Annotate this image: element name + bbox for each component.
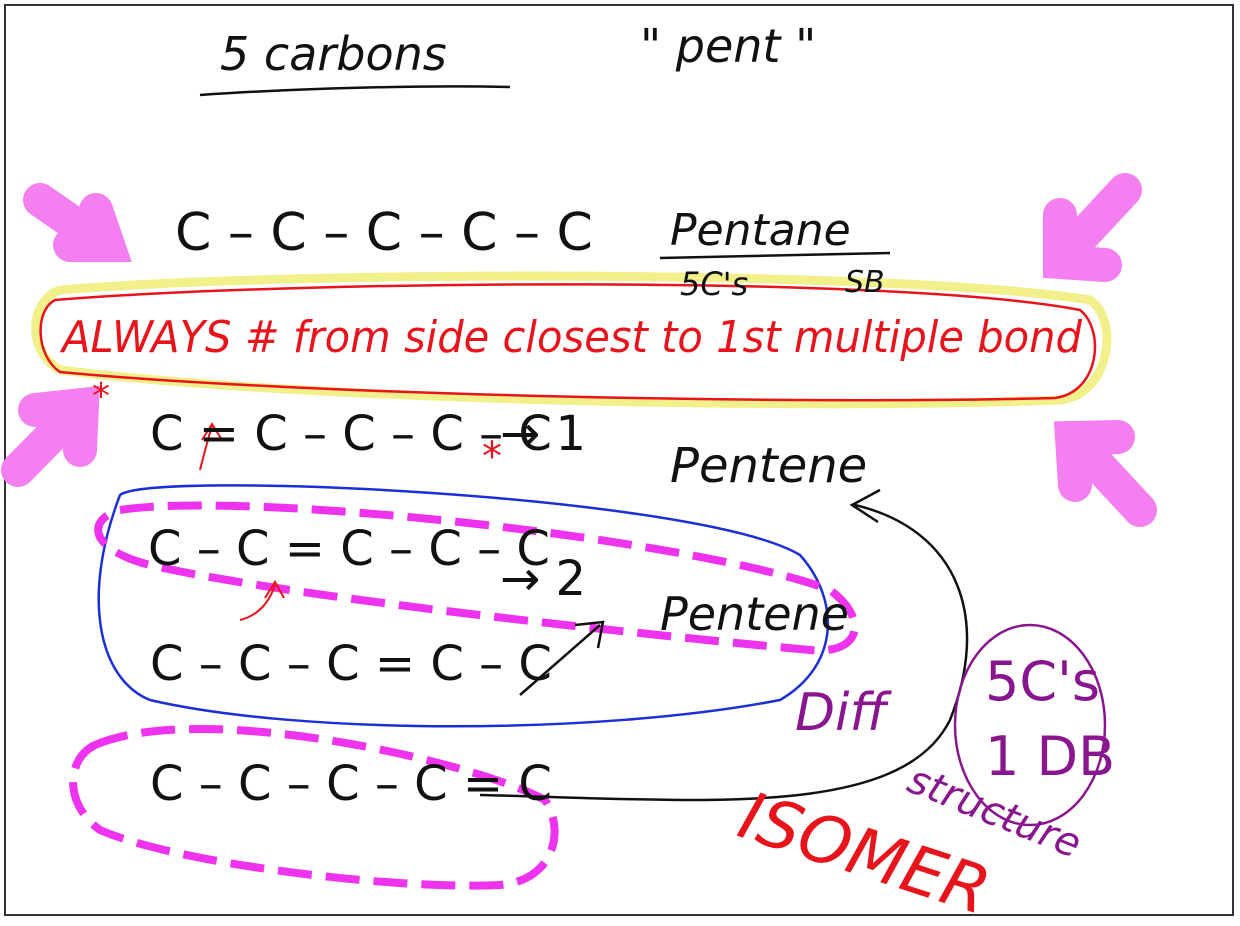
whiteboard — [4, 4, 1234, 916]
pink-arrow-top-right — [1043, 173, 1142, 282]
rule-text: ALWAYS # from side closest to 1st multip… — [59, 312, 1083, 363]
pink-arrow-top-left — [23, 183, 132, 262]
red-hint-arrow-2 — [239, 580, 285, 621]
chain-1: C = C – C – C – C — [150, 406, 552, 462]
blue-isomer-loop — [97, 484, 830, 728]
root-label: " pent " — [640, 19, 816, 73]
chain-2-result: → 2 — [500, 551, 586, 607]
chain-3-arrow — [519, 620, 605, 696]
alkane-note-bonds: SB — [845, 265, 885, 300]
title-text: 5 carbons — [220, 27, 447, 81]
pentane-underline — [659, 251, 891, 260]
title-underline — [199, 85, 511, 97]
magenta-dashed-loop-chain-2 — [94, 501, 859, 655]
asterisk-right: * — [482, 434, 502, 480]
connector-arrowhead — [849, 488, 881, 524]
pink-arrow-bottom-right — [1053, 420, 1157, 527]
asterisk-left: * — [92, 376, 110, 417]
purple-summary-circle — [953, 623, 1107, 827]
alkane-note-carbons: 5C's — [680, 265, 748, 303]
connector-curve — [479, 503, 969, 802]
alkane-name: Pentane — [670, 205, 851, 256]
magenta-dashed-loop-chain-4 — [69, 725, 559, 890]
name-1: Pentene — [670, 438, 867, 494]
chain-4: C – C – C – C = C — [150, 756, 552, 812]
red-hint-arrow-1 — [199, 422, 223, 471]
chain-1-result: → 1 — [500, 406, 586, 462]
name-2: Pentene — [660, 587, 849, 641]
chain-2: C – C = C – C – C — [148, 521, 550, 577]
chain-3: C – C – C = C – C — [150, 636, 552, 692]
circle-line-2: 1 DB — [985, 725, 1115, 788]
circle-line-1: 5C's — [985, 650, 1100, 713]
diff-label: Diff — [795, 683, 892, 743]
chain-straight: C – C – C – C – C — [175, 203, 593, 263]
red-rule-loop — [39, 283, 1097, 402]
pink-arrow-bottom-left — [1, 386, 100, 487]
